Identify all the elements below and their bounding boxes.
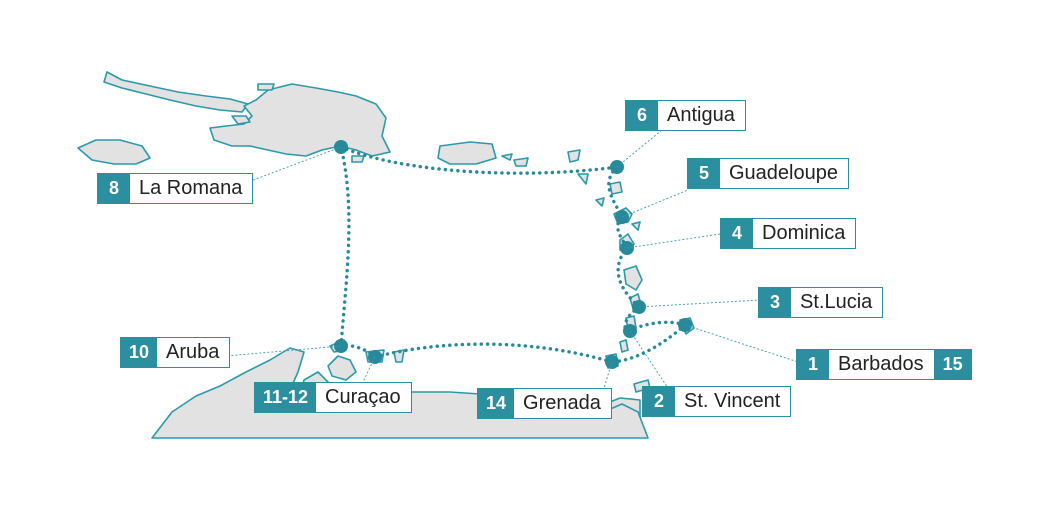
port-number: 10 xyxy=(121,338,158,367)
route-grenada-to-curacao xyxy=(373,342,614,364)
leader-stlucia xyxy=(638,299,761,308)
venezuela-peninsula xyxy=(327,355,357,381)
leader-grenada xyxy=(603,361,613,389)
port-number: 4 xyxy=(721,219,753,248)
leader-curacao xyxy=(361,356,376,385)
port-name: Curaçao xyxy=(325,386,401,408)
route-barbados-to-grenada xyxy=(610,323,687,364)
port-label-antigua: 6 Antigua xyxy=(625,100,746,131)
port-name: La Romana xyxy=(139,177,243,199)
port-label-grenada: 14 Grenada xyxy=(477,388,612,419)
route-romana-to-antigua xyxy=(339,145,619,175)
island-cuba-east xyxy=(103,71,249,113)
port-label-stlucia: 3 St.Lucia xyxy=(758,287,884,318)
port-label-stvincent: 2 St. Vincent xyxy=(642,386,792,417)
cruise-route xyxy=(339,145,687,364)
island-martinique xyxy=(623,265,643,291)
port-name: Aruba xyxy=(166,341,220,363)
leader-aruba xyxy=(225,345,342,357)
port-name: St. Vincent xyxy=(684,390,781,412)
port-name: Dominica xyxy=(762,222,846,244)
port-number: 1 xyxy=(797,350,829,379)
island-anguilla xyxy=(567,149,581,163)
port-label-barbados: 1 Barbados 15 xyxy=(796,349,972,380)
leader-laromana xyxy=(247,146,342,183)
port-number: 8 xyxy=(98,174,130,203)
island-jamaica xyxy=(77,139,151,165)
route-aruba-to-romana xyxy=(339,145,351,348)
island-tortuga xyxy=(257,83,275,91)
port-number: 3 xyxy=(759,288,791,317)
port-number: 11-12 xyxy=(255,383,317,412)
leader-barbados xyxy=(684,324,799,363)
label-leaders xyxy=(225,129,799,389)
leader-stvincent xyxy=(629,330,669,389)
port-name: Barbados xyxy=(838,353,924,375)
port-stops xyxy=(334,140,692,369)
port-label-dominica: 4 Dominica xyxy=(720,218,857,249)
island-marie-galante xyxy=(631,221,641,231)
port-label-aruba: 10 Aruba xyxy=(120,337,231,368)
port-number: 14 xyxy=(478,389,515,418)
island-grenadines xyxy=(619,339,629,353)
leader-antigua xyxy=(616,129,663,168)
port-name: St.Lucia xyxy=(800,291,873,313)
island-saona xyxy=(351,155,365,163)
port-number: 2 xyxy=(643,387,675,416)
route-curacao-to-aruba xyxy=(339,343,377,359)
island-antigua xyxy=(609,181,623,195)
port-number: 6 xyxy=(626,101,658,130)
island-virgin-islands xyxy=(513,157,529,167)
island-hispaniola xyxy=(209,83,391,157)
island-gonave xyxy=(231,115,251,125)
island-st-kitts xyxy=(577,173,589,185)
island-puerto-rico xyxy=(437,141,497,165)
port-number-return: 15 xyxy=(933,350,971,379)
island-vieques xyxy=(501,153,513,161)
port-name: Grenada xyxy=(523,392,601,414)
route-antigua-to-stlucia xyxy=(607,165,641,309)
leader-dominica xyxy=(626,233,721,249)
port-number: 5 xyxy=(688,159,720,188)
port-name: Antigua xyxy=(667,104,735,126)
port-name: Guadeloupe xyxy=(729,162,838,184)
port-label-laromana: 8 La Romana xyxy=(97,173,254,204)
island-montserrat xyxy=(595,197,605,207)
port-label-guadeloupe: 5 Guadeloupe xyxy=(687,158,849,189)
port-label-curacao: 11-12 Curaçao xyxy=(254,382,412,413)
